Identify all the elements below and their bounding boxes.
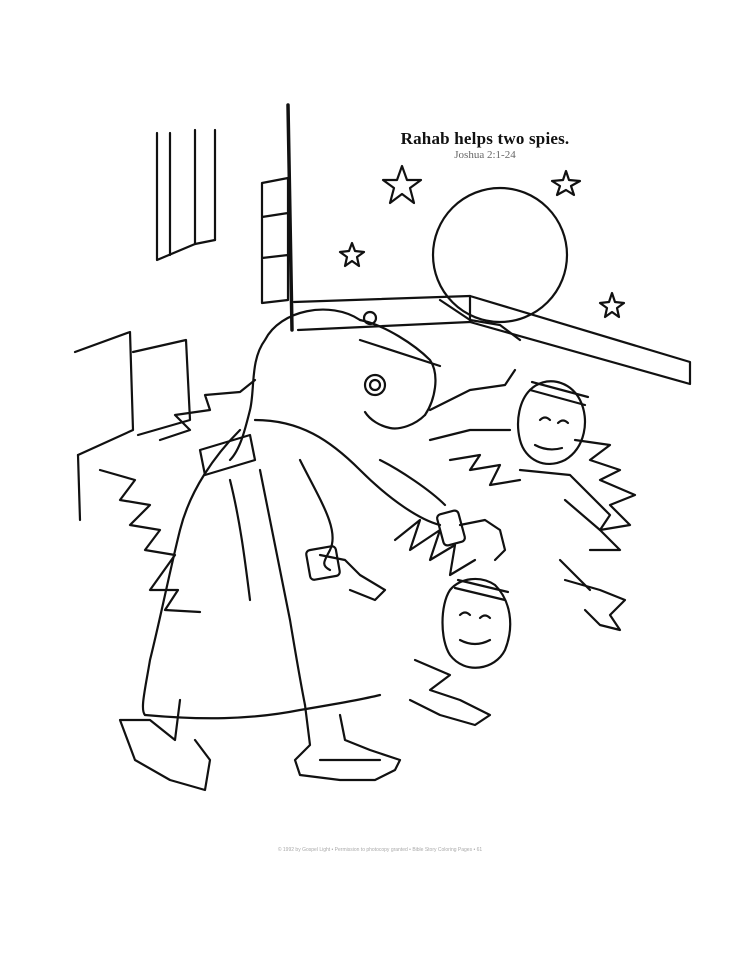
copyright-footer: © 1992 by Gospel Light • Permission to p… [277,847,483,853]
flax-stalks [100,300,635,612]
city-wall [75,105,690,520]
moon [433,188,567,322]
rahab [120,310,505,790]
scripture-reference: Joshua 2:1-24 [454,149,516,161]
spy-lower [410,579,510,725]
spy-upper [518,381,625,630]
page-title: Rahab helps two spies. [400,129,570,148]
stars [340,166,624,317]
